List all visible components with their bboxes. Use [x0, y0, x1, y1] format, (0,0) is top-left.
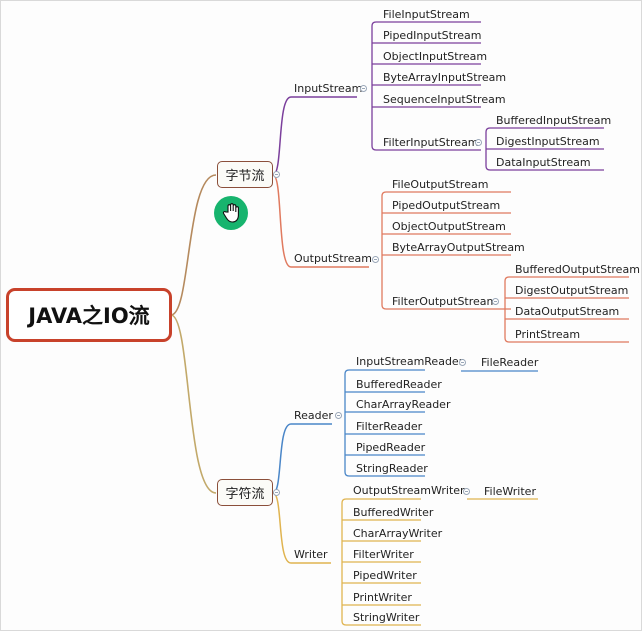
node-output-child[interactable]: FileOutputStream	[392, 178, 489, 191]
node-output-stream[interactable]: OutputStream	[294, 252, 373, 265]
topic-char-stream[interactable]: 字符流	[217, 479, 273, 506]
filter-input-underline	[485, 165, 604, 171]
node-output-child[interactable]: ObjectOutputStream	[392, 220, 506, 233]
reader-underline	[344, 369, 425, 375]
byte-to-input-line	[272, 96, 357, 176]
node-writer-child[interactable]: FilterWriter	[353, 548, 414, 561]
node-input-child[interactable]: FileInputStream	[383, 8, 470, 21]
writer-underline	[341, 498, 421, 504]
byte-to-output-line	[272, 174, 369, 268]
node-input-stream-reader[interactable]: InputStreamReader	[356, 355, 464, 368]
filter-input-underline	[485, 127, 604, 133]
node-writer[interactable]: Writer	[294, 548, 328, 561]
node-filter-input-stream[interactable]: FilterInputStream	[383, 136, 479, 149]
node-writer-child[interactable]: StringWriter	[353, 611, 420, 624]
input-underline	[371, 21, 481, 27]
char-to-reader-line	[272, 423, 332, 494]
collapse-toggle-icon[interactable]	[335, 412, 342, 419]
node-reader-child[interactable]: BufferedReader	[356, 378, 442, 391]
filter-output-underline	[504, 276, 629, 282]
collapse-toggle-icon[interactable]	[475, 139, 482, 146]
output-underline	[381, 304, 511, 310]
node-writer-child[interactable]: PrintWriter	[353, 591, 412, 604]
reader-underline	[344, 471, 425, 477]
node-reader[interactable]: Reader	[294, 409, 333, 422]
node-filter-output-child[interactable]: DigestOutputStream	[515, 284, 629, 297]
node-input-child[interactable]: PipedInputStream	[383, 29, 482, 42]
node-writer-child[interactable]: BufferedWriter	[353, 506, 434, 519]
node-output-child[interactable]: ByteArrayOutputStream	[392, 241, 525, 254]
node-file-reader[interactable]: FileReader	[481, 356, 539, 369]
node-filter-output-child[interactable]: PrintStream	[515, 328, 581, 341]
node-writer-child[interactable]: PipedWriter	[353, 569, 417, 582]
node-input-child[interactable]: ByteArrayInputStream	[383, 71, 507, 84]
node-filter-output-child[interactable]: DataOutputStream	[515, 305, 620, 318]
collapse-toggle-icon[interactable]	[372, 256, 379, 263]
collapse-toggle-icon[interactable]	[273, 171, 280, 178]
hand-cursor-icon	[214, 196, 248, 230]
node-input-child[interactable]: ObjectInputStream	[383, 50, 488, 63]
filter-output-underline	[504, 337, 629, 343]
collapse-toggle-icon[interactable]	[273, 489, 280, 496]
node-reader-child[interactable]: PipedReader	[356, 441, 426, 454]
node-file-writer[interactable]: FileWriter	[484, 485, 536, 498]
root-to-char-line	[170, 314, 217, 494]
node-writer-child[interactable]: CharArrayWriter	[353, 527, 443, 540]
node-filter-output-stream[interactable]: FilterOutputStream	[392, 295, 498, 308]
input-underline	[371, 145, 481, 151]
node-input-child[interactable]: SequenceInputStream	[383, 93, 506, 106]
node-reader-child[interactable]: CharArrayReader	[356, 398, 451, 411]
topic-byte-stream[interactable]: 字节流	[217, 161, 273, 188]
output-underline	[381, 191, 511, 197]
node-reader-child[interactable]: FilterReader	[356, 420, 423, 433]
collapse-toggle-icon[interactable]	[360, 85, 367, 92]
node-filter-output-child[interactable]: BufferedOutputStream	[515, 263, 640, 276]
collapse-toggle-icon[interactable]	[459, 359, 466, 366]
root-to-byte-line	[170, 174, 217, 316]
node-output-stream-writer[interactable]: OutputStreamWriter	[353, 484, 465, 497]
node-filter-input-child[interactable]: DigestInputStream	[496, 135, 600, 148]
node-filter-input-child[interactable]: DataInputStream	[496, 156, 591, 169]
collapse-toggle-icon[interactable]	[492, 298, 499, 305]
root-topic[interactable]: JAVA之IO流	[6, 288, 172, 342]
node-reader-child[interactable]: StringReader	[356, 462, 428, 475]
node-output-child[interactable]: PipedOutputStream	[392, 199, 501, 212]
collapse-toggle-icon[interactable]	[463, 488, 470, 495]
node-filter-input-child[interactable]: BufferedInputStream	[496, 114, 612, 127]
writer-underline	[341, 620, 421, 626]
node-input-stream[interactable]: InputStream	[294, 82, 363, 95]
